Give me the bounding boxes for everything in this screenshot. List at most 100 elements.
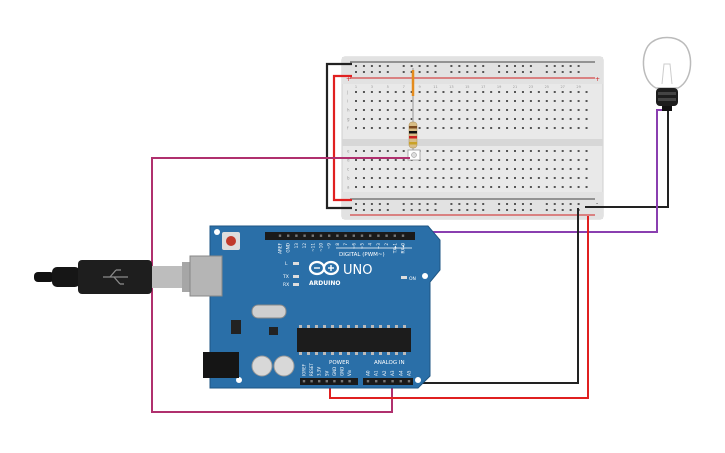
breadboard-hole[interactable] (402, 186, 405, 188)
breadboard-hole[interactable] (482, 150, 485, 152)
breadboard-hole[interactable] (434, 91, 437, 93)
breadboard-hole[interactable] (553, 177, 556, 179)
digital-pin[interactable] (295, 234, 298, 237)
rail-hole[interactable] (450, 203, 453, 205)
breadboard-hole[interactable] (577, 186, 580, 188)
digital-pin[interactable] (311, 234, 314, 237)
rail-hole[interactable] (521, 65, 524, 67)
breadboard-hole[interactable] (458, 150, 461, 152)
breadboard-hole[interactable] (498, 168, 501, 170)
breadboard-hole[interactable] (458, 100, 461, 102)
rail-hole[interactable] (561, 203, 564, 205)
digital-pin[interactable] (401, 234, 405, 237)
breadboard-hole[interactable] (514, 127, 516, 129)
breadboard-hole[interactable] (426, 91, 429, 93)
breadboard-hole[interactable] (490, 91, 493, 93)
breadboard-hole[interactable] (410, 118, 413, 120)
breadboard-hole[interactable] (410, 186, 413, 188)
breadboard-hole[interactable] (529, 168, 532, 170)
breadboard-hole[interactable] (355, 168, 357, 170)
breadboard-hole[interactable] (355, 177, 357, 179)
breadboard-hole[interactable] (521, 168, 524, 170)
rail-hole[interactable] (362, 65, 365, 67)
rail-hole[interactable] (506, 209, 509, 211)
rail-hole[interactable] (355, 209, 357, 211)
rail-hole[interactable] (426, 203, 429, 205)
breadboard-hole[interactable] (370, 109, 373, 111)
breadboard-hole[interactable] (585, 109, 588, 111)
breadboard-hole[interactable] (561, 118, 564, 120)
breadboard-hole[interactable] (577, 109, 580, 111)
breadboard-hole[interactable] (362, 186, 365, 188)
rail-hole[interactable] (370, 71, 373, 73)
breadboard-hole[interactable] (482, 159, 485, 161)
rail-hole[interactable] (466, 65, 469, 67)
breadboard-hole[interactable] (418, 118, 421, 120)
breadboard-hole[interactable] (545, 109, 548, 111)
breadboard-hole[interactable] (537, 186, 540, 188)
rail-hole[interactable] (514, 65, 516, 67)
rail-hole[interactable] (545, 203, 548, 205)
breadboard-hole[interactable] (521, 150, 524, 152)
rail-hole[interactable] (362, 203, 365, 205)
breadboard-hole[interactable] (577, 177, 580, 179)
rail-hole[interactable] (569, 65, 572, 67)
breadboard-hole[interactable] (482, 91, 485, 93)
power-pin[interactable] (348, 380, 351, 383)
rail-hole[interactable] (434, 65, 437, 67)
breadboard-hole[interactable] (585, 118, 588, 120)
breadboard-hole[interactable] (577, 91, 580, 93)
breadboard-hole[interactable] (498, 127, 501, 129)
breadboard-hole[interactable] (442, 159, 445, 161)
breadboard-hole[interactable] (569, 168, 572, 170)
breadboard-hole[interactable] (529, 186, 532, 188)
rail-hole[interactable] (529, 203, 532, 205)
breadboard-hole[interactable] (394, 168, 397, 170)
digital-pin[interactable] (319, 234, 323, 237)
rail-hole[interactable] (553, 209, 556, 211)
breadboard-hole[interactable] (386, 168, 389, 170)
breadboard-hole[interactable] (514, 177, 516, 179)
rail-hole[interactable] (426, 209, 429, 211)
breadboard-hole[interactable] (577, 118, 580, 120)
rail-hole[interactable] (418, 209, 421, 211)
breadboard-hole[interactable] (434, 186, 437, 188)
breadboard-hole[interactable] (442, 150, 445, 152)
breadboard-hole[interactable] (458, 91, 461, 93)
breadboard-hole[interactable] (466, 159, 469, 161)
breadboard-hole[interactable] (394, 150, 397, 152)
breadboard-hole[interactable] (450, 150, 453, 152)
breadboard-hole[interactable] (370, 100, 373, 102)
breadboard-hole[interactable] (402, 168, 405, 170)
breadboard-hole[interactable] (506, 91, 509, 93)
breadboard-hole[interactable] (569, 159, 572, 161)
rail-hole[interactable] (434, 209, 437, 211)
rail-hole[interactable] (370, 203, 373, 205)
breadboard-hole[interactable] (466, 150, 469, 152)
wire-black-lamp[interactable] (585, 110, 669, 208)
breadboard-hole[interactable] (498, 118, 501, 120)
breadboard-hole[interactable] (434, 127, 437, 129)
breadboard-hole[interactable] (426, 150, 429, 152)
breadboard-hole[interactable] (506, 150, 509, 152)
breadboard-hole[interactable] (577, 100, 580, 102)
breadboard-hole[interactable] (490, 150, 493, 152)
rail-hole[interactable] (466, 71, 469, 73)
rail-hole[interactable] (466, 203, 469, 205)
rail-hole[interactable] (355, 203, 357, 205)
breadboard-hole[interactable] (529, 150, 532, 152)
breadboard-hole[interactable] (442, 127, 445, 129)
breadboard-hole[interactable] (466, 186, 469, 188)
breadboard-hole[interactable] (474, 177, 477, 179)
wire-red-left[interactable] (332, 74, 352, 202)
breadboard-hole[interactable] (466, 177, 469, 179)
breadboard-hole[interactable] (426, 168, 429, 170)
breadboard-hole[interactable] (474, 168, 477, 170)
breadboard-hole[interactable] (529, 91, 532, 93)
rail-hole[interactable] (402, 203, 405, 205)
breadboard-hole[interactable] (378, 159, 381, 161)
breadboard-hole[interactable] (585, 177, 588, 179)
digital-pin[interactable] (385, 234, 388, 237)
rail-hole[interactable] (506, 71, 509, 73)
